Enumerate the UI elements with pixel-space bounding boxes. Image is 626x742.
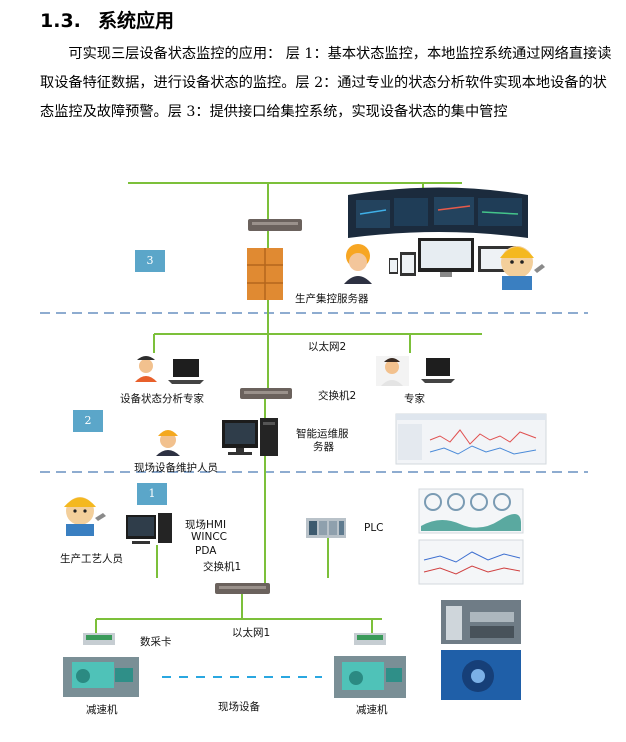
analysis-software-screenshot <box>395 413 547 465</box>
maintenance-staff-avatar-icon <box>156 430 180 456</box>
expert-label: 专家 <box>404 393 425 405</box>
central-server-label: 生产集控服务器 <box>295 293 369 305</box>
body-paragraph: 可实现三层设备状态监控的应用： 层 1：基本状态监控，本地监控系统通过网络直接读… <box>40 46 612 120</box>
field-equipment-label: 现场设备 <box>218 701 260 713</box>
field-photo-machinery <box>441 600 521 644</box>
hmi-label-line1: 现场HMI <box>185 519 227 531</box>
switch2-icon <box>240 388 292 399</box>
layer-1-box: 1 <box>137 483 167 505</box>
hmi-label-line2: WINCC <box>191 531 227 543</box>
reducer-right-icon <box>334 656 406 698</box>
core-switch-icon <box>248 219 302 231</box>
switch1-label: 交换机1 <box>203 561 242 573</box>
section-number: 1.3. <box>40 10 81 32</box>
daq-card-label: 数采卡 <box>140 636 172 648</box>
plc-device-icon <box>306 518 346 538</box>
daq-card-right-icon <box>354 633 386 645</box>
layer-3-box: 3 <box>135 250 165 272</box>
process-staff-avatar-icon <box>64 497 106 536</box>
expert-avatar-icon <box>376 356 409 386</box>
switch1-icon <box>215 583 270 594</box>
plc-label: PLC <box>364 522 384 534</box>
analysis-laptop-icon <box>168 359 204 384</box>
switch2-label: 交换机2 <box>318 390 357 402</box>
expert-laptop-icon <box>421 358 455 383</box>
hmi-pc-icon <box>126 513 172 544</box>
reducer-right-label: 减速机 <box>356 704 388 716</box>
ops-server-label-line2: 务器 <box>313 441 334 453</box>
reducer-left-label: 减速机 <box>86 704 118 716</box>
field-photo-blue-machine <box>441 650 521 700</box>
analysis-expert-avatar-icon <box>135 356 157 382</box>
ethernet2-label: 以太网2 <box>308 341 347 353</box>
ops-server-label-line1: 智能运维服 <box>296 428 349 440</box>
section-title: 系统应用 <box>98 10 175 32</box>
hmi-screenshot-gauges <box>418 488 524 534</box>
maintenance-staff-label: 现场设备维护人员 <box>134 462 218 474</box>
ops-server-pc-icon <box>222 418 278 456</box>
manager-avatar-icon <box>344 244 372 284</box>
worker-avatar-icon <box>500 246 545 290</box>
server-rack-icon <box>247 248 283 300</box>
ethernet1-label: 以太网1 <box>232 627 271 639</box>
control-room-display-icon <box>348 187 528 238</box>
analysis-expert-label: 设备状态分析专家 <box>120 393 204 405</box>
reducer-left-icon <box>63 657 139 697</box>
hmi-screenshot-trend <box>418 539 524 585</box>
layer-2-box: 2 <box>73 410 103 432</box>
daq-card-left-icon <box>83 633 115 645</box>
process-staff-label: 生产工艺人员 <box>60 553 123 565</box>
section-heading: 1.3. 系统应用 <box>40 6 174 33</box>
hmi-label-line3: PDA <box>195 545 217 557</box>
client-devices-icon <box>389 238 516 277</box>
